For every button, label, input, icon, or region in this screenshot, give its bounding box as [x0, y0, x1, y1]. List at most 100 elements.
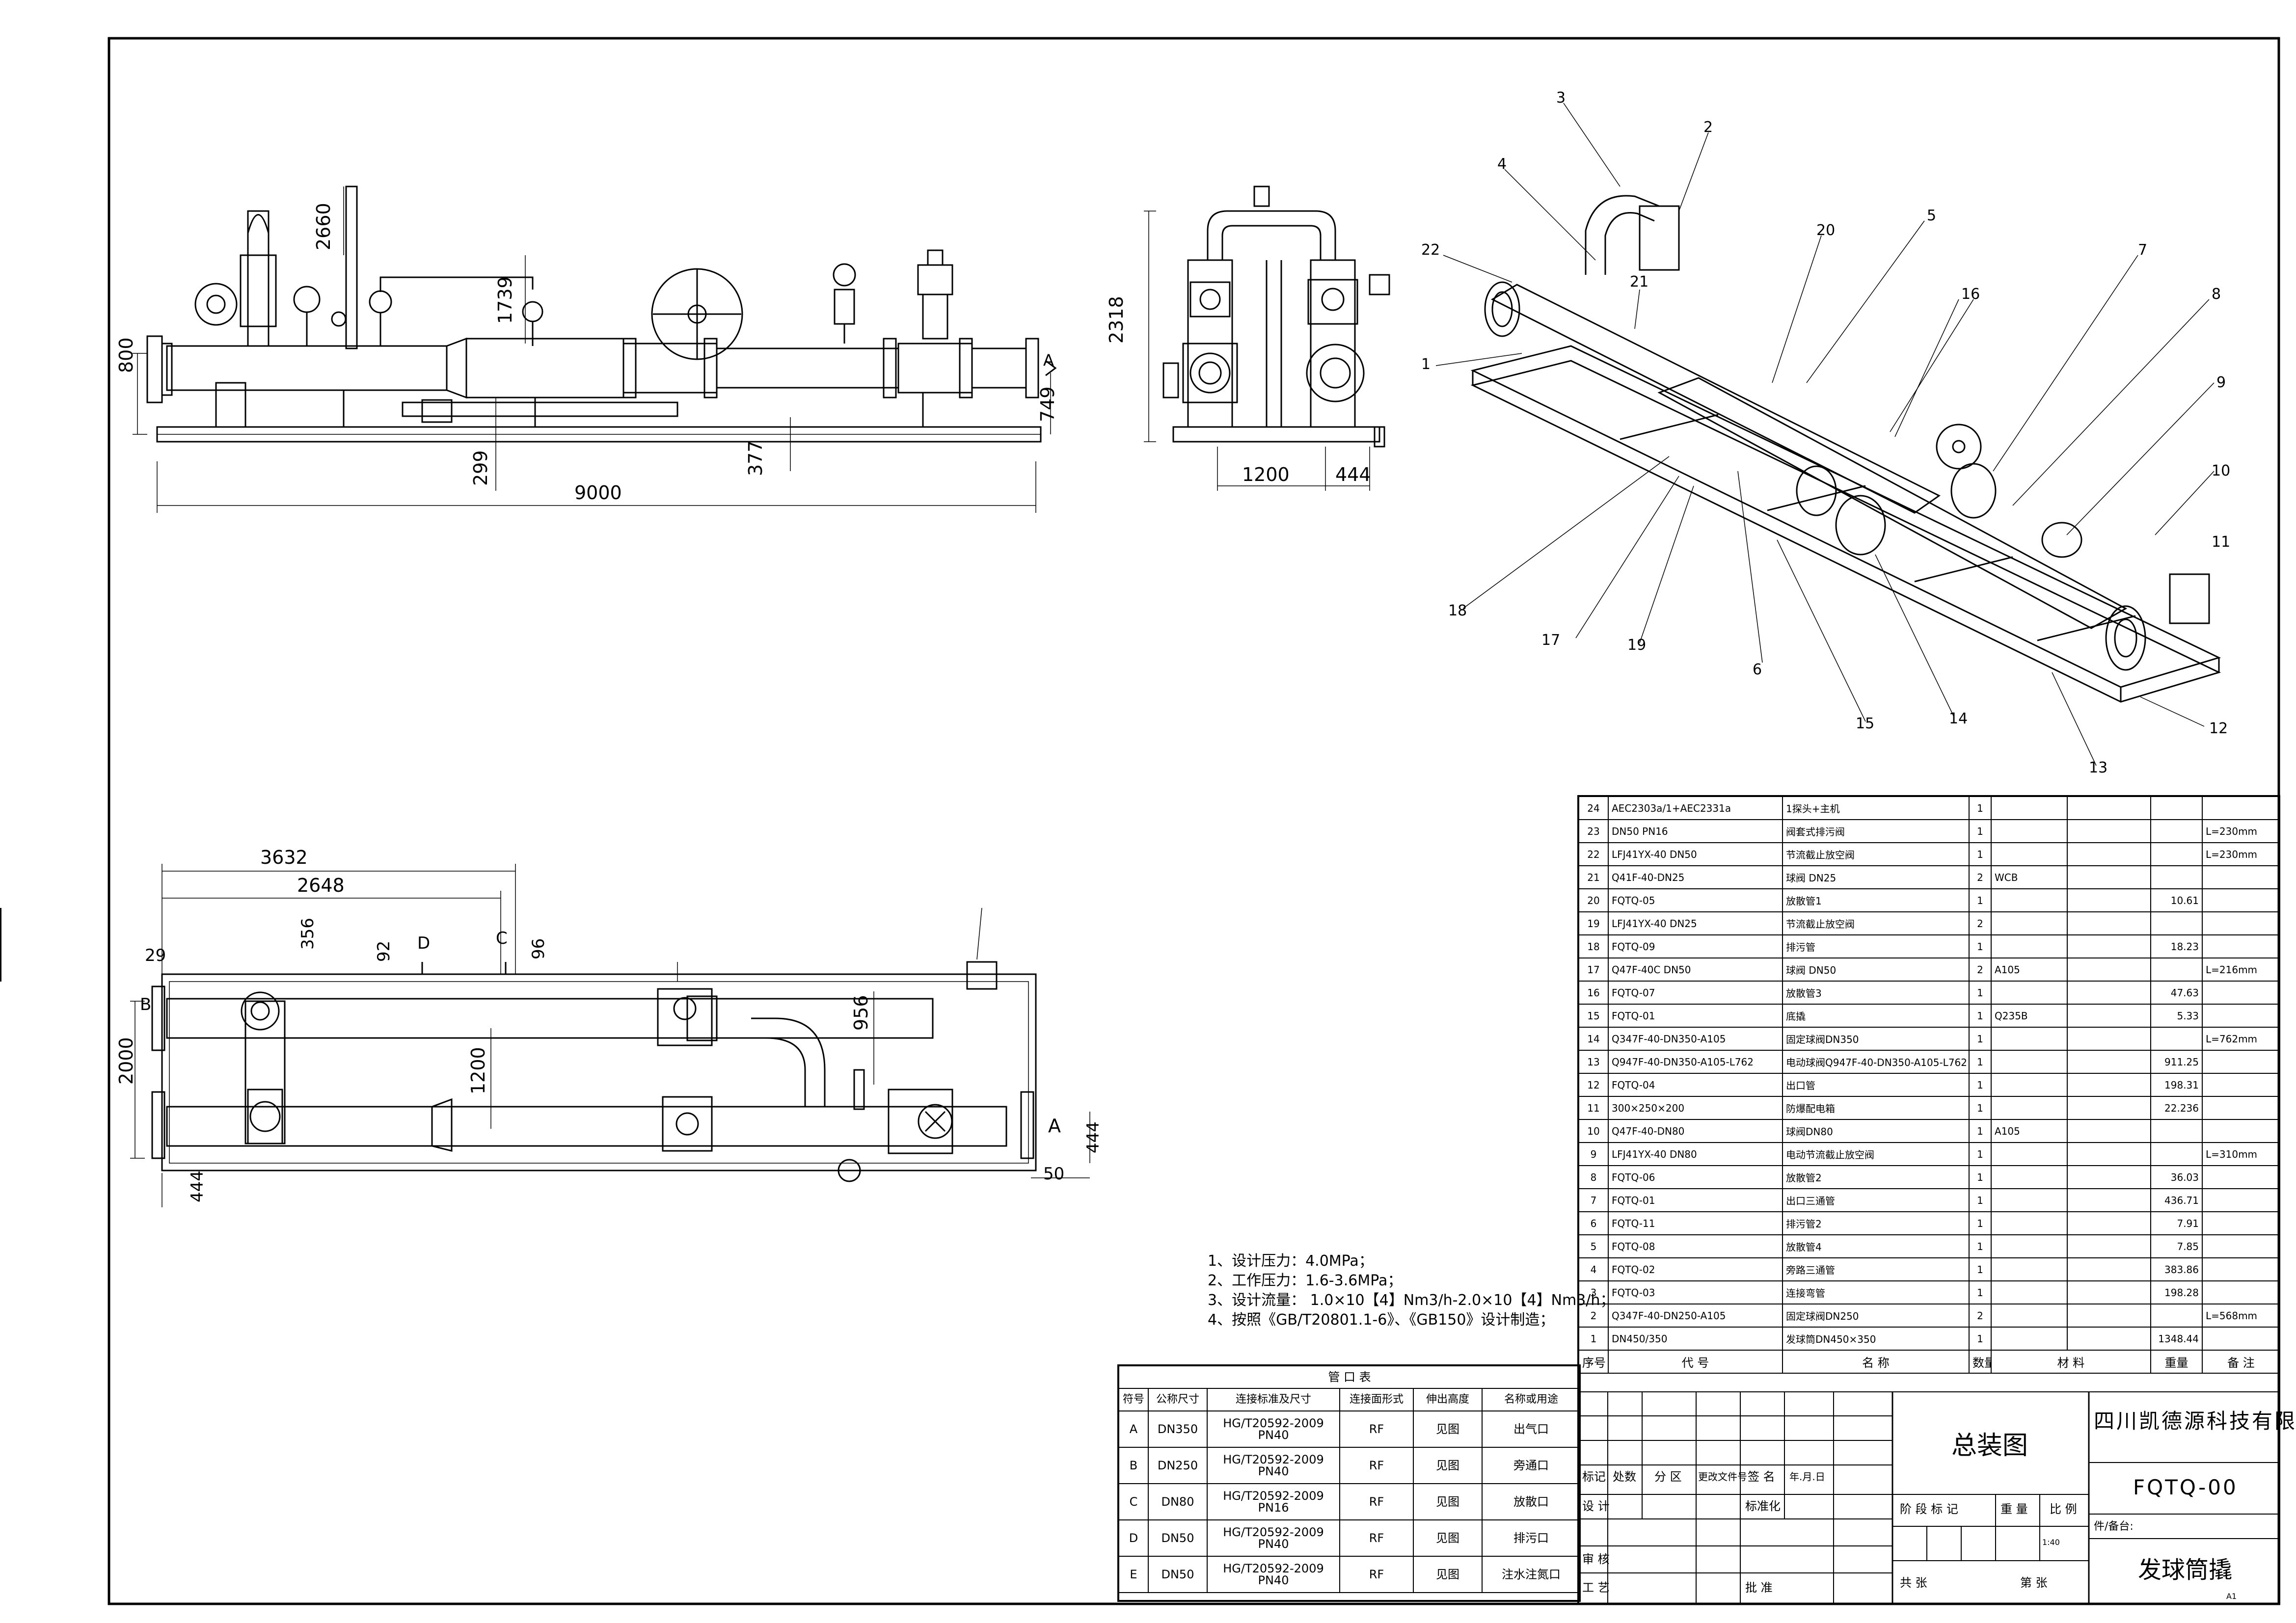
bom-cell — [1991, 1188, 2068, 1212]
bom-cell: 节流截止放空阀 — [1782, 842, 1970, 866]
bom-cell — [2202, 1188, 2280, 1212]
bom-cell: L=762mm — [2202, 1027, 2280, 1051]
bom-cell — [1991, 1165, 2068, 1189]
bom-cell: LFJ41YX-40 DN50 — [1608, 842, 1783, 866]
bom-cell — [2067, 1188, 2151, 1212]
bom-cell: 20 — [1578, 888, 1609, 912]
bom-cell: 10 — [1578, 1119, 1609, 1143]
bom-cell — [2202, 888, 2280, 912]
bom-cell: 1 — [1969, 981, 1992, 1005]
bom-cell — [2150, 958, 2203, 982]
port-cell: HG/T20592-2009 PN40 — [1207, 1447, 1340, 1484]
port-cell: 见图 — [1413, 1447, 1483, 1484]
row-label-count: 处数 — [1613, 1470, 1636, 1484]
plan-dim-2648: 2648 — [297, 875, 345, 896]
bom-cell — [2067, 1119, 2151, 1143]
label-approve: 批 准 — [1745, 1581, 1773, 1595]
label-total: 共 张 — [1900, 1576, 1927, 1590]
bom-cell — [1991, 911, 2068, 935]
bom-cell: 22 — [1578, 842, 1609, 866]
bom-cell: LFJ41YX-40 DN25 — [1608, 911, 1783, 935]
plan-dim-444-right: 444 — [1083, 1121, 1103, 1153]
bom-cell: 球阀DN80 — [1782, 1119, 1970, 1143]
bom-header: 代 号 — [1608, 1350, 1783, 1374]
row-label-mark: 标记 — [1582, 1470, 1606, 1484]
bom-cell: 1 — [1969, 1027, 1992, 1051]
bom-cell — [2067, 981, 2151, 1005]
port-cell: 排污口 — [1481, 1519, 1581, 1557]
bom-cell: 10.61 — [2150, 888, 2203, 912]
port-row: B DN250 HG/T20592-2009 PN40 RF 见图 旁通口 — [1118, 1447, 1581, 1484]
port-cell: 见图 — [1413, 1556, 1483, 1593]
callout-13: 13 — [2089, 759, 2108, 776]
front-dim-299: 299 — [470, 450, 491, 486]
port-header: 连接面形式 — [1339, 1388, 1414, 1411]
bom-cell — [2202, 1119, 2280, 1143]
bom-cell — [1991, 796, 2068, 820]
bom-cell — [1991, 1257, 2068, 1281]
front-dim-2660: 2660 — [313, 203, 334, 250]
plan-view — [130, 864, 1090, 1207]
bom-cell: 1 — [1969, 1257, 1992, 1281]
port-header: 符号 — [1118, 1388, 1149, 1411]
bom-cell — [2067, 1165, 2151, 1189]
front-dim-749: 749 — [1037, 386, 1058, 422]
bom-cell: 1 — [1969, 842, 1992, 866]
bom-cell: 47.63 — [2150, 981, 2203, 1005]
bom-header: 序号 — [1578, 1350, 1609, 1374]
callout-22: 22 — [1421, 241, 1440, 259]
plan-dim-444-left: 444 — [188, 1171, 207, 1202]
bom-cell: 球阀 DN25 — [1782, 865, 1970, 889]
row-label-signature: 签 名 — [1748, 1470, 1775, 1484]
bom-cell — [2202, 1234, 2280, 1258]
callout-9: 9 — [2216, 374, 2226, 391]
bom-cell: 放散管2 — [1782, 1165, 1970, 1189]
callout-8: 8 — [2212, 286, 2221, 303]
row-label-zone: 分 区 — [1654, 1470, 1682, 1484]
bom-cell — [2150, 1142, 2203, 1166]
bom-cell — [2067, 796, 2151, 820]
title-block: 四川凯德源科技有限公司 总装图 FQTQ-00 件/备台: 发球筒撬 标记 处数… — [1578, 1391, 2296, 1604]
bom-cell: 12 — [1578, 1073, 1609, 1097]
drawing-title: 总装图 — [1951, 1431, 2028, 1461]
bom-cell — [2067, 1211, 2151, 1235]
plan-port-c: C — [496, 929, 508, 948]
bom-header: 材 料 — [1991, 1350, 2151, 1374]
bom-cell: 15 — [1578, 1004, 1609, 1028]
bom-cell: 17 — [1578, 958, 1609, 982]
label-stage: 阶 段 标 记 — [1900, 1502, 1958, 1516]
bom-cell — [2067, 842, 2151, 866]
front-view — [133, 186, 1057, 513]
bom-cell: FQTQ-01 — [1608, 1188, 1783, 1212]
plan-port-d: D — [417, 933, 431, 953]
callout-7: 7 — [2138, 241, 2148, 259]
bom-cell — [2202, 1165, 2280, 1189]
bom-cell: Q347F-40-DN350-A105 — [1608, 1027, 1783, 1051]
bom-cell — [2067, 865, 2151, 889]
port-cell: RF — [1339, 1556, 1414, 1593]
bom-cell: 16 — [1578, 981, 1609, 1005]
bom-cell — [2150, 1304, 2203, 1328]
note-line: 1、设计压力：4.0MPa； — [1208, 1252, 1374, 1270]
bom-cell — [1991, 981, 2068, 1005]
port-cell: HG/T20592-2009 PN40 — [1207, 1410, 1340, 1448]
plan-dim-96: 96 — [529, 938, 548, 959]
callout-5: 5 — [1927, 207, 1937, 224]
bom-cell: L=310mm — [2202, 1142, 2280, 1166]
bom-cell — [2150, 911, 2203, 935]
plan-port-a: A — [1048, 1115, 1061, 1137]
bom-cell — [2067, 819, 2151, 843]
